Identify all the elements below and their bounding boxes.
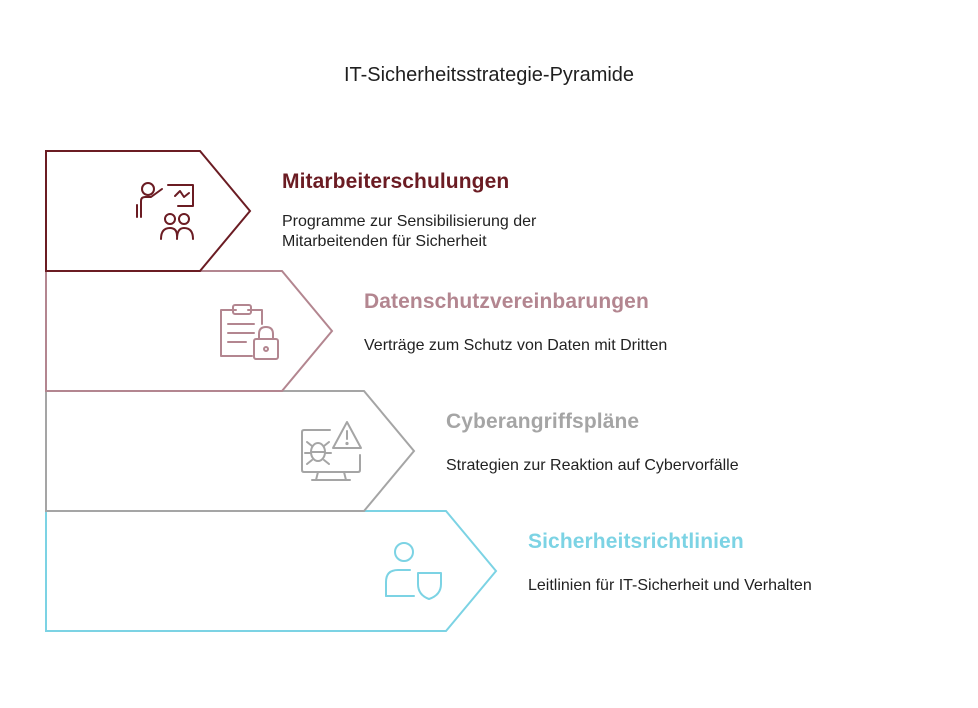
- level-1-text: Mitarbeiterschulungen Programme zur Sens…: [282, 170, 622, 252]
- level-1-arrow: [45, 150, 252, 272]
- monitor-bug-warning-icon: [301, 421, 362, 481]
- level-4-arrow: [45, 510, 498, 632]
- level-3-text: Cyberangriffspläne Strategien zur Reakti…: [446, 410, 866, 476]
- level-4-text: Sicherheitsrichtlinien Leitlinien für IT…: [528, 530, 948, 596]
- level-3-description: Strategien zur Reaktion auf Cybervorfäll…: [446, 457, 739, 474]
- level-2-heading: Datenschutzvereinbarungen: [364, 290, 649, 313]
- training-presentation-icon: [136, 182, 194, 240]
- user-shield-icon: [385, 542, 442, 600]
- clipboard-lock-icon: [220, 304, 279, 360]
- level-3-heading: Cyberangriffspläne: [446, 410, 640, 433]
- diagram-title: IT-Sicherheitsstrategie-Pyramide: [343, 64, 635, 86]
- level-2-arrow: [45, 270, 334, 392]
- level-3-arrow: [45, 390, 416, 512]
- level-2-text: Datenschutzvereinbarungen Verträge zum S…: [364, 290, 784, 356]
- level-2-description: Verträge zum Schutz von Daten mit Dritte…: [364, 337, 668, 354]
- level-4-heading: Sicherheitsrichtlinien: [528, 530, 744, 553]
- level-1-heading: Mitarbeiterschulungen: [282, 170, 510, 193]
- level-1-description: Programme zur Sensibilisierung der Mitar…: [282, 213, 537, 250]
- level-4-description: Leitlinien für IT-Sicherheit und Verhalt…: [528, 577, 812, 594]
